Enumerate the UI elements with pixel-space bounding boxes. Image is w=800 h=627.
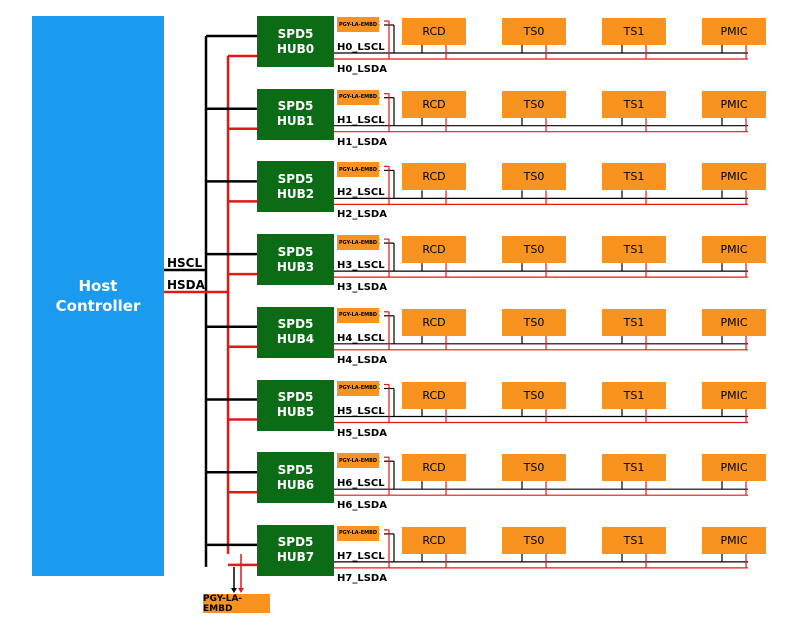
hub-prefix: SPD5 [277,26,314,41]
device-ts0: TS0 [502,381,566,409]
hub-prefix: SPD5 [277,317,314,332]
device-ts0: TS0 [502,18,566,45]
host-label-line2: Controller [55,297,141,315]
local-sda-label: H6_LSDA [337,500,387,512]
local-sda-label: H3_LSDA [337,282,387,294]
device-ts0: TS0 [502,526,566,554]
device-pmic: PMIC [702,236,766,264]
device-pmic: PMIC [702,18,766,45]
device-rcd: RCD [402,526,466,554]
device-ts0: TS0 [502,163,566,191]
hub-prefix: SPD5 [277,171,314,186]
hub-bus-analyzer: PGY-LA-EMBD [337,380,379,396]
hub-name: HUB3 [276,259,315,274]
hscl-label: HSCL [167,256,203,270]
hub-prefix: SPD5 [277,390,314,404]
device-rcd: RCD [402,454,466,482]
hub-prefix: SPD5 [277,462,314,477]
device-ts1: TS1 [602,454,666,482]
hub-name: HUB5 [276,405,315,419]
local-scl-label: H1_LSCL [337,114,385,126]
analyzer-sda-arrow [238,588,244,593]
local-scl-label: H4_LSCL [337,332,385,344]
hub-name: HUB2 [276,186,315,201]
hub-bus-analyzer: PGY-LA-EMBD [337,235,379,251]
device-ts0: TS0 [502,236,566,264]
device-pmic: PMIC [702,526,766,554]
device-ts0: TS0 [502,308,566,336]
device-pmic: PMIC [702,90,766,118]
hub-bus-analyzer: PGY-LA-EMBD [337,525,379,541]
device-ts1: TS1 [602,90,666,118]
device-ts1: TS1 [602,236,666,264]
device-ts1: TS1 [602,18,666,45]
local-scl-label: H7_LSCL [337,550,385,562]
analyzer-scl-arrow [231,588,237,593]
device-ts1: TS1 [602,163,666,191]
host-controller: Host Controller [32,16,164,576]
device-ts0: TS0 [502,454,566,482]
hub-bus-analyzer: PGY-LA-EMBD [337,89,379,105]
local-sda-label: H5_LSDA [337,427,387,439]
local-sda-label: H0_LSDA [337,64,387,75]
device-rcd: RCD [402,308,466,336]
device-rcd: RCD [402,381,466,409]
hub-name: HUB0 [276,41,315,56]
device-pmic: PMIC [702,163,766,191]
host-label-line1: Host [78,277,118,295]
hub-prefix: SPD5 [277,535,314,550]
local-scl-label: H3_LSCL [337,260,385,272]
hub-bus-analyzer: PGY-LA-EMBD [337,162,379,178]
hub-name: HUB4 [276,332,315,347]
host-bus-analyzer: PGY-LA-EMBD [203,594,270,614]
device-pmic: PMIC [702,454,766,482]
local-scl-label: H2_LSCL [337,187,385,199]
device-rcd: RCD [402,90,466,118]
hub-bus-analyzer: PGY-LA-EMBD [337,307,379,323]
local-scl-label: H6_LSCL [337,478,385,490]
device-rcd: RCD [402,163,466,191]
hub-bus-analyzer: PGY-LA-EMBD [337,453,379,469]
device-pmic: PMIC [702,308,766,336]
local-scl-label: H0_LSCL [337,42,385,53]
hub-bus-analyzer: PGY-LA-EMBD [337,17,379,32]
hub-name: HUB7 [276,550,315,565]
device-pmic: PMIC [702,381,766,409]
device-ts0: TS0 [502,90,566,118]
device-ts1: TS1 [602,526,666,554]
local-sda-label: H2_LSDA [337,209,387,221]
local-sda-label: H4_LSDA [337,354,387,366]
hub-name: HUB6 [276,477,315,492]
device-rcd: RCD [402,18,466,45]
local-sda-label: H1_LSDA [337,136,387,148]
hub-prefix: SPD5 [277,244,314,259]
hub-name: HUB1 [276,114,315,129]
device-ts1: TS1 [602,308,666,336]
local-sda-label: H7_LSDA [337,572,387,584]
hub-prefix: SPD5 [277,99,314,114]
local-scl-label: H5_LSCL [337,405,385,417]
hsda-label: HSDA [167,278,205,292]
device-rcd: RCD [402,236,466,264]
device-ts1: TS1 [602,381,666,409]
